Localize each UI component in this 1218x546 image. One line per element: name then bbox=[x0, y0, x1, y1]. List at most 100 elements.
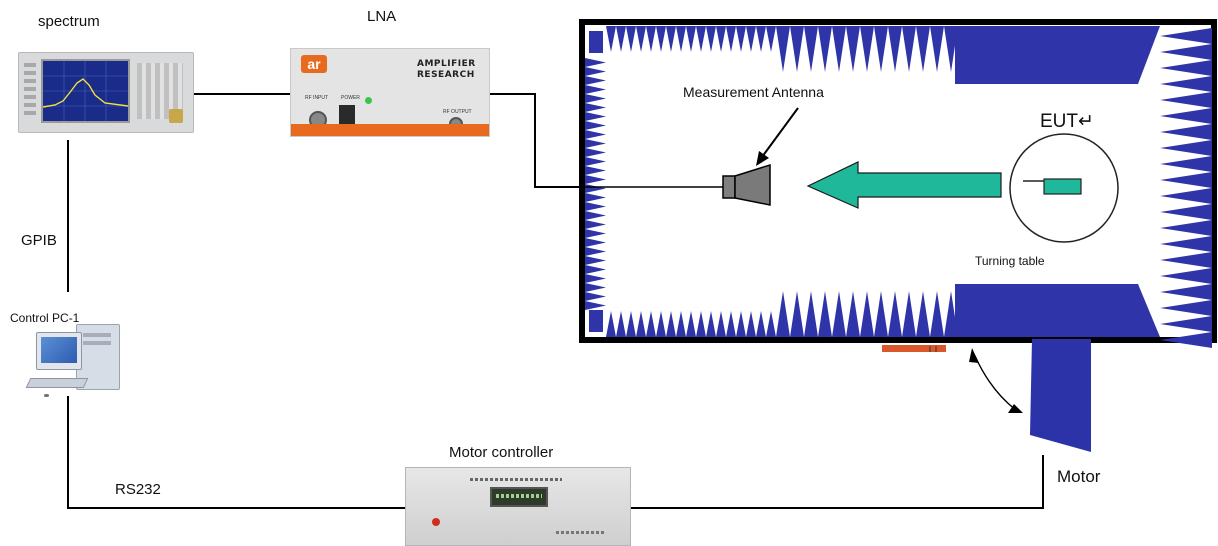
absorber-bottom-cone bbox=[716, 311, 726, 337]
antenna-feed bbox=[722, 175, 736, 199]
absorber-right-cone bbox=[1160, 108, 1212, 124]
label-eut: EUT↵ bbox=[1040, 111, 1094, 132]
label-turning-table: Turning table bbox=[975, 254, 1045, 268]
controller-footer-text bbox=[556, 531, 606, 534]
absorber-left-cone bbox=[585, 67, 606, 76]
absorber-top-cone bbox=[656, 26, 666, 52]
wire-rs232 bbox=[67, 396, 408, 509]
absorber-top-cone bbox=[944, 26, 958, 72]
absorber-left-cone bbox=[585, 157, 606, 166]
absorber-top-cone bbox=[860, 26, 874, 72]
wire-lna-chamber bbox=[488, 93, 582, 188]
absorber-block-top bbox=[955, 26, 1160, 84]
spectrum-knob bbox=[169, 109, 183, 123]
absorber-right-cone bbox=[1160, 204, 1212, 220]
absorber-bottom-cone bbox=[616, 311, 626, 337]
absorber-top-cone bbox=[916, 26, 930, 72]
absorber-top-cone bbox=[766, 26, 776, 52]
eut-device bbox=[1043, 178, 1082, 195]
absorber-bottom-cone bbox=[916, 291, 930, 337]
controller-indicator-led bbox=[432, 518, 440, 526]
absorber-top-cone bbox=[874, 26, 888, 72]
absorber-bottom-cone bbox=[874, 291, 888, 337]
absorber-right-cone bbox=[1160, 44, 1212, 60]
absorber-left-cone bbox=[585, 238, 606, 247]
absorber-right-cone bbox=[1160, 268, 1212, 284]
motor-controller-device bbox=[405, 467, 631, 546]
slide-rail bbox=[882, 345, 946, 352]
absorber-left-cone bbox=[585, 247, 606, 256]
label-measurement-antenna: Measurement Antenna bbox=[683, 84, 824, 100]
pc-keyboard bbox=[25, 378, 89, 388]
absorber-left-cone bbox=[585, 85, 606, 94]
absorber-bottom-cone bbox=[818, 291, 832, 337]
absorber-left-cone bbox=[585, 274, 606, 283]
absorber-top-cone bbox=[676, 26, 686, 52]
label-lna: LNA bbox=[367, 8, 397, 25]
absorber-top-cone bbox=[790, 26, 804, 72]
label-spectrum: spectrum bbox=[38, 13, 100, 30]
absorber-right-cone bbox=[1160, 252, 1212, 268]
absorber-bottom-cone bbox=[626, 311, 636, 337]
absorber-top-cone bbox=[706, 26, 716, 52]
spectrum-side-buttons bbox=[24, 63, 36, 115]
absorber-right-cone bbox=[1160, 236, 1212, 252]
absorber-bottom-cone bbox=[736, 311, 746, 337]
absorber-top-cone bbox=[616, 26, 626, 52]
absorber-right-cone bbox=[1160, 156, 1212, 172]
absorber-bottom-cone bbox=[696, 311, 706, 337]
absorber-right-cone bbox=[1160, 28, 1212, 44]
absorber-left-cone bbox=[585, 283, 606, 292]
absorber-top-cone bbox=[818, 26, 832, 72]
lna-device: ar AMPLIFIER RESEARCH RF INPUT POWER RF … bbox=[290, 48, 490, 137]
absorber-bottom-cone bbox=[766, 311, 776, 337]
absorber-left-cone bbox=[585, 103, 606, 112]
absorber-top-cone bbox=[726, 26, 736, 52]
absorber-top-cone bbox=[746, 26, 756, 52]
absorber-top-cone bbox=[636, 26, 646, 52]
absorber-right-cone bbox=[1160, 172, 1212, 188]
absorber-right-column bbox=[1160, 28, 1212, 348]
absorber-left-cone bbox=[585, 139, 606, 148]
absorber-bottom-cone bbox=[706, 311, 716, 337]
absorber-top-cone bbox=[736, 26, 746, 52]
absorber-bottom-cone bbox=[666, 311, 676, 337]
absorber-bottom-cone bbox=[930, 291, 944, 337]
absorber-top-cone bbox=[716, 26, 726, 52]
label-motor-controller: Motor controller bbox=[449, 444, 554, 461]
absorber-top-row bbox=[606, 26, 958, 72]
absorber-left-cone bbox=[585, 229, 606, 238]
lna-brand-line-2: RESEARCH bbox=[417, 70, 475, 80]
antenna-pointer-head bbox=[756, 151, 769, 166]
absorber-top-cone bbox=[902, 26, 916, 72]
controller-panel-text bbox=[470, 478, 562, 481]
corner-small-top-left bbox=[589, 31, 603, 53]
absorber-block-bottom bbox=[955, 284, 1160, 337]
absorber-bottom-cone bbox=[902, 291, 916, 337]
absorber-bottom-cone bbox=[860, 291, 874, 337]
absorber-bottom-cone bbox=[888, 291, 902, 337]
absorber-top-cone bbox=[696, 26, 706, 52]
spectrum-analyzer bbox=[18, 52, 194, 133]
antenna-pointer bbox=[761, 107, 799, 158]
absorber-left-cone bbox=[585, 148, 606, 157]
wire-controller-motor bbox=[629, 455, 1044, 509]
absorber-top-cone bbox=[626, 26, 636, 52]
connection-wires bbox=[67, 93, 1044, 509]
absorber-left-cone bbox=[585, 175, 606, 184]
absorber-right-cone bbox=[1160, 76, 1212, 92]
spectrum-screen bbox=[41, 59, 130, 123]
rotation-arrowhead-bottom bbox=[1008, 404, 1023, 413]
lna-brand-line-1: AMPLIFIER bbox=[417, 59, 476, 69]
absorber-bottom-cone bbox=[832, 291, 846, 337]
absorber-left-cone bbox=[585, 301, 606, 310]
absorber-bottom-cone bbox=[636, 311, 646, 337]
absorber-left-cone bbox=[585, 121, 606, 130]
rotation-arrow bbox=[974, 355, 1017, 411]
motor-body bbox=[1030, 339, 1091, 452]
absorber-top-cone bbox=[804, 26, 818, 72]
absorber-bottom-cone bbox=[804, 291, 818, 337]
absorber-bottom-cone bbox=[846, 291, 860, 337]
absorber-top-cone bbox=[846, 26, 860, 72]
